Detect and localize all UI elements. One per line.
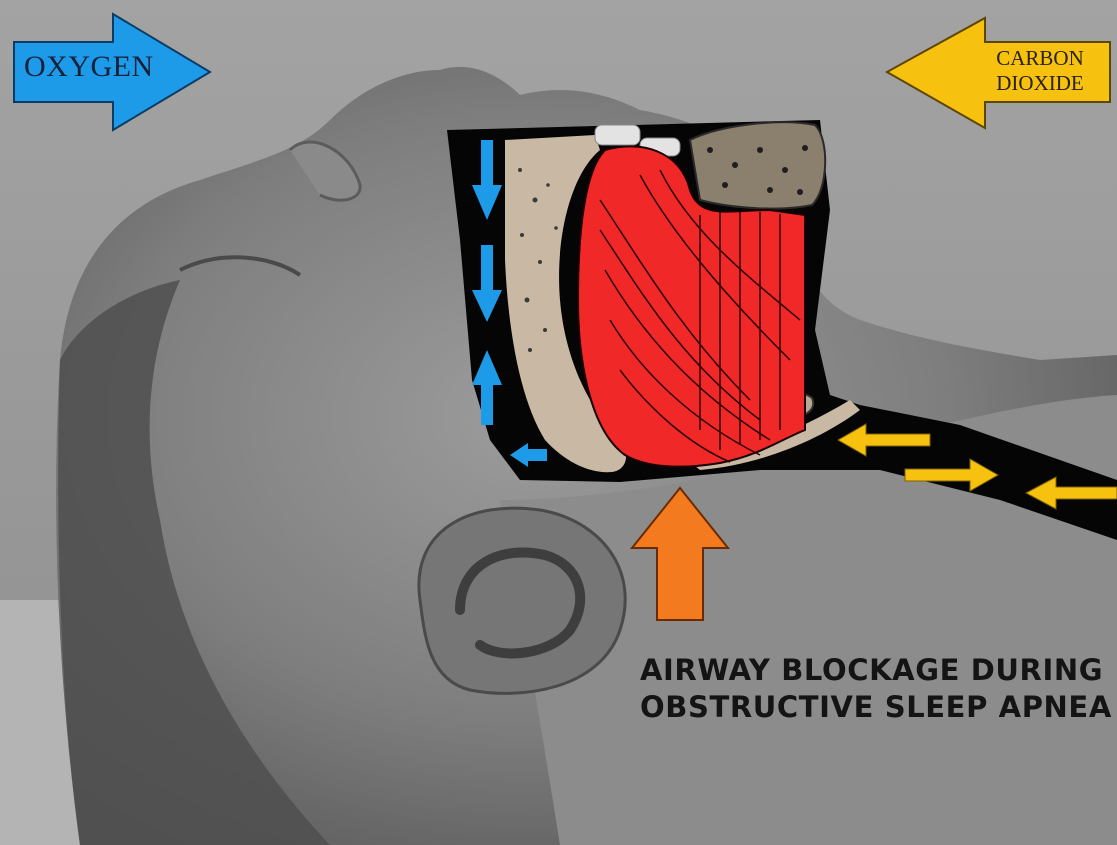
- caption-line2: OBSTRUCTIVE SLEEP APNEA: [640, 689, 1110, 726]
- carbon-dioxide-label: CARBON DIOXIDE: [985, 46, 1095, 96]
- carbon-dioxide-label-line1: CARBON: [985, 46, 1095, 71]
- upper-tooth: [595, 125, 640, 145]
- soft-palate: [690, 122, 825, 208]
- caption-line1: AIRWAY BLOCKAGE DURING: [640, 652, 1110, 689]
- oxygen-label: OXYGEN: [24, 50, 164, 84]
- ear: [419, 508, 625, 693]
- caption: AIRWAY BLOCKAGE DURING OBSTRUCTIVE SLEEP…: [640, 652, 1110, 726]
- carbon-dioxide-label-line2: DIOXIDE: [985, 71, 1095, 96]
